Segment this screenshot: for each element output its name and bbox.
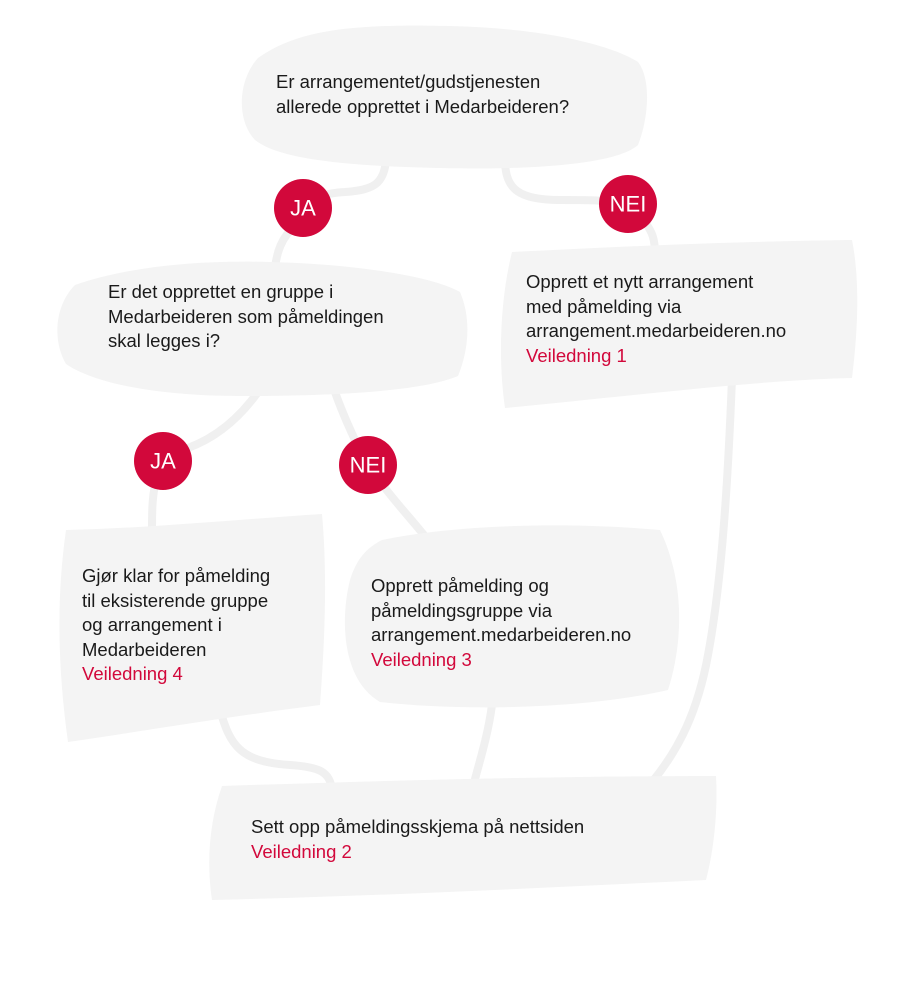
result-3-shape xyxy=(344,525,680,708)
question-2-text: Er det opprettet en gruppe i Medarbeider… xyxy=(108,281,384,351)
badge-ja-2-label: JA xyxy=(150,449,176,474)
result-2-shape xyxy=(209,776,717,900)
question-2-shape xyxy=(57,261,468,396)
result-4-shape xyxy=(59,514,326,742)
result-4-text: Gjør klar for påmelding til eksisterende… xyxy=(82,565,271,660)
badge-ja-2: JA xyxy=(134,432,192,490)
result-2-text: Sett opp påmeldingsskjema på nettsiden xyxy=(251,816,585,837)
veiledning-2-link[interactable]: Veiledning 2 xyxy=(251,841,352,862)
result-1-text: Opprett et nytt arrangement med påmeldin… xyxy=(526,271,787,341)
connector-nei2-r3 xyxy=(381,484,432,544)
connector-q2-nei2 xyxy=(331,388,359,444)
question-1-shape xyxy=(241,25,648,169)
connector-q2-ja2 xyxy=(184,388,262,452)
connector-r3-r2 xyxy=(468,701,496,794)
badge-nei-2: NEI xyxy=(339,436,397,494)
result-3-text: Opprett påmelding og påmeldingsgruppe vi… xyxy=(371,575,632,645)
veiledning-4-link[interactable]: Veiledning 4 xyxy=(82,663,183,684)
result-1-shape xyxy=(500,240,858,408)
badge-ja-1: JA xyxy=(274,179,332,237)
badge-nei-1: NEI xyxy=(599,175,657,233)
connector-r4-r2 xyxy=(216,706,336,794)
badge-ja-1-label: JA xyxy=(290,196,316,221)
connector-r1-r2 xyxy=(648,374,736,786)
question-1-text: Er arrangementet/gudstjenesten allerede … xyxy=(276,71,570,117)
badge-nei-1-label: NEI xyxy=(610,192,647,217)
veiledning-3-link[interactable]: Veiledning 3 xyxy=(371,649,472,670)
badge-nei-2-label: NEI xyxy=(350,453,387,478)
veiledning-1-link[interactable]: Veiledning 1 xyxy=(526,345,627,366)
